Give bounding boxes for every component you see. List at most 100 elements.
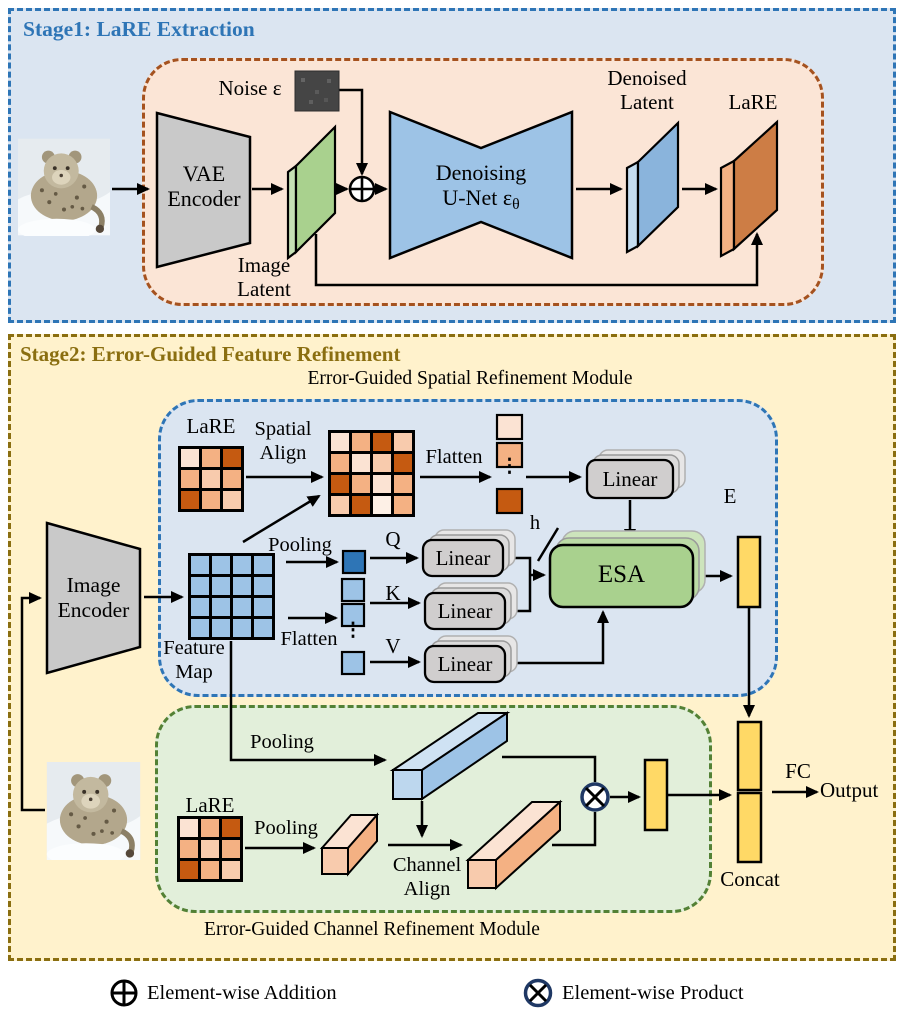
legend-product-icon <box>523 978 553 1008</box>
flatten-label-top: Flatten <box>425 446 483 468</box>
label-line: Channel <box>392 854 462 876</box>
grid-cell <box>212 577 230 595</box>
elementwise-addition-icon <box>348 175 376 203</box>
grid-cell <box>191 598 209 616</box>
flatten-column-lare <box>495 413 524 515</box>
label-line: Encoder <box>167 186 241 212</box>
channel-output-bar <box>643 758 669 832</box>
grid-cell <box>222 840 240 858</box>
heads-label: h <box>529 512 541 534</box>
error-embedding-label: E <box>723 484 737 508</box>
grid-cell <box>352 475 370 493</box>
grid-cell <box>373 454 391 472</box>
grid-cell <box>254 556 272 574</box>
grid-cell <box>201 861 219 879</box>
linear-stack-top <box>585 449 686 500</box>
label-line: VAE <box>182 161 226 186</box>
latent-to-lare-feedback <box>314 232 763 287</box>
grid-cell <box>352 433 370 451</box>
denoised-latent-slab <box>625 120 680 254</box>
v-to-esa-line <box>505 610 609 665</box>
legend-addition-label: Element-wise Addition <box>147 982 337 1004</box>
grid-cell <box>233 577 251 595</box>
grid-cell <box>352 496 370 514</box>
grid-cell <box>222 819 240 837</box>
grid-cell <box>191 577 209 595</box>
label-line: Image <box>66 573 121 597</box>
grid-cell <box>191 619 209 637</box>
grid-cell <box>394 475 412 493</box>
grid-cell <box>181 449 199 467</box>
grid-cell <box>223 470 241 488</box>
grid-cell <box>394 433 412 451</box>
grid-cell <box>373 433 391 451</box>
vae-encoder-trapezoid <box>155 111 252 269</box>
query-label: Q <box>385 527 401 551</box>
grid-cell <box>233 556 251 574</box>
denoising-unet-label: Denoising U-Net εθ <box>410 160 552 214</box>
grid-cell <box>233 619 251 637</box>
fc-label: FC <box>785 759 811 783</box>
lare-label-channel: LaRE <box>185 793 235 817</box>
linear-label-top: Linear <box>602 467 658 491</box>
concat-bar-bottom <box>736 791 763 864</box>
image-encoder-trapezoid <box>45 521 142 675</box>
grid-cell <box>254 598 272 616</box>
lare-label-stage1: LaRE <box>728 90 778 114</box>
output-label: Output <box>820 778 879 802</box>
grid-cell <box>331 475 349 493</box>
label-line: Latent <box>237 277 291 302</box>
pooling-label-lare: Pooling <box>254 817 318 839</box>
label-line: Align <box>259 441 307 464</box>
subscript: θ <box>512 196 520 214</box>
lare-grid-spatial <box>178 446 244 512</box>
grid-cell <box>223 491 241 509</box>
channel-module-title: Error-Guided Channel Refinement Module <box>204 919 540 940</box>
grid-cell <box>233 598 251 616</box>
grid-cell <box>373 475 391 493</box>
linear-stack-k <box>423 582 518 631</box>
legend-addition-icon <box>110 979 138 1007</box>
feature-map-grid <box>188 553 275 640</box>
grid-cell <box>202 470 220 488</box>
linear-stack-q <box>421 529 516 578</box>
grid-cell <box>180 861 198 879</box>
label-line: Spatial <box>254 418 312 440</box>
label-line: Encoder <box>57 597 130 622</box>
linear-label-v: Linear <box>437 652 493 676</box>
grid-cell <box>201 840 219 858</box>
grid-cell <box>222 861 240 879</box>
image-encoder-label: Image Encoder <box>47 573 140 622</box>
grid-cell <box>373 496 391 514</box>
stage1-title: Stage1: LaRE Extraction <box>23 17 255 41</box>
label-line: U-Net ε <box>442 185 513 211</box>
image-to-encoder-line <box>20 592 45 812</box>
grid-cell <box>180 840 198 858</box>
snow-leopard-image <box>47 762 140 866</box>
grid-cell <box>331 496 349 514</box>
label-line: U-Net εθ <box>410 185 552 214</box>
stage2-connectors <box>20 471 819 854</box>
grid-cell <box>181 491 199 509</box>
grid-cell <box>394 496 412 514</box>
label-line: Align <box>403 877 451 900</box>
pooled-feature-bar-blue <box>389 711 511 801</box>
orange-to-product-line <box>552 812 597 847</box>
lare-grid-channel <box>177 816 243 882</box>
feature-map-label: Feature Map <box>150 637 238 684</box>
featuremap-pooling-line <box>229 641 387 766</box>
grid-cell <box>331 433 349 451</box>
concat-bar-top <box>736 720 763 792</box>
stage1-connectors <box>112 88 763 287</box>
linear-stack-v <box>423 635 518 684</box>
noise-arrow <box>339 88 368 176</box>
heads-tick <box>536 527 560 562</box>
grid-cell <box>394 454 412 472</box>
denoised-latent-label: Denoised Latent <box>594 66 700 114</box>
spatially-aligned-lare-grid <box>328 430 415 517</box>
grid-cell <box>331 454 349 472</box>
legend-product-label: Element-wise Product <box>562 982 744 1004</box>
channel-align-label: Channel Align <box>382 854 472 901</box>
label-line: Map <box>175 660 213 683</box>
